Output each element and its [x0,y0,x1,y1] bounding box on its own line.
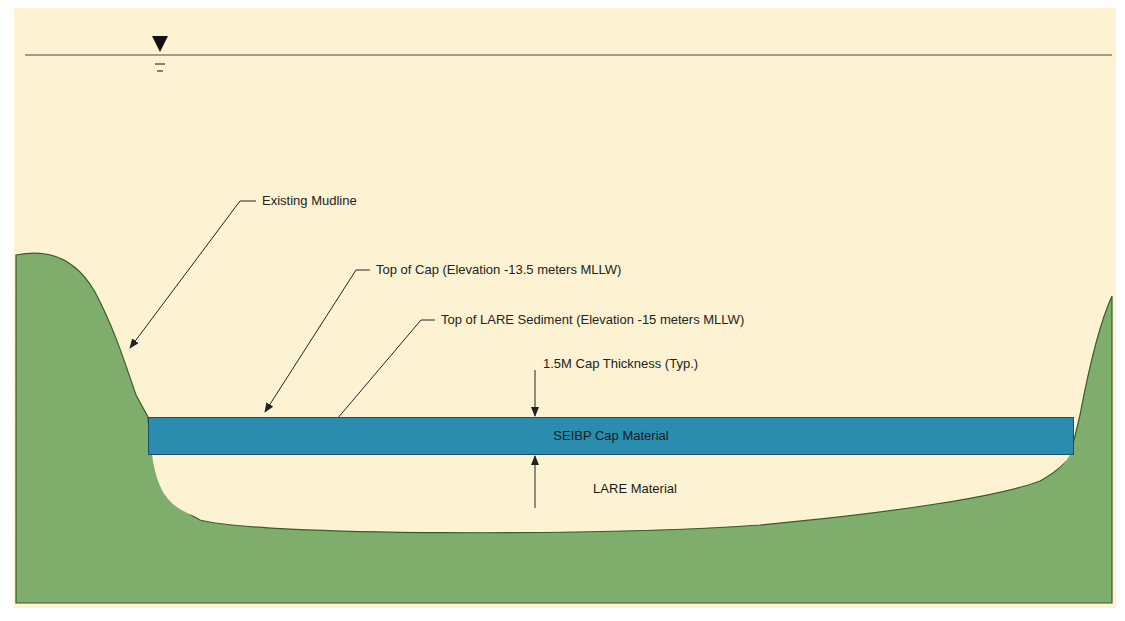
water-line [25,55,1112,56]
cap-band: SEIBP Cap Material [148,417,1074,455]
water-symbol [152,36,168,52]
water-symbol [157,70,163,71]
lare-sediment [152,455,1070,529]
ground [16,253,1112,603]
cap-elevation-label: Top of Cap (Elevation -13.5 meters MLLW) [376,262,621,278]
band-label: SEIBP Cap Material [553,428,668,444]
band-label: LARE Material [593,481,677,497]
mudline-label: Existing Mudline [262,193,357,209]
lare-region: LARE Material [560,476,710,502]
thickness-dimension: 1.5M Cap Thickness (Typ.) [543,356,698,372]
leader-line [421,320,435,321]
water-symbol [155,63,165,64]
leader-line [265,270,356,412]
sediment-elevation-label: Top of LARE Sediment (Elevation -15 mete… [441,312,744,328]
dimension-line [535,370,536,416]
leader-line [130,201,240,348]
dimension-line [535,456,536,508]
leader-line [240,201,256,202]
leader-line [356,270,370,271]
background [14,8,1116,608]
